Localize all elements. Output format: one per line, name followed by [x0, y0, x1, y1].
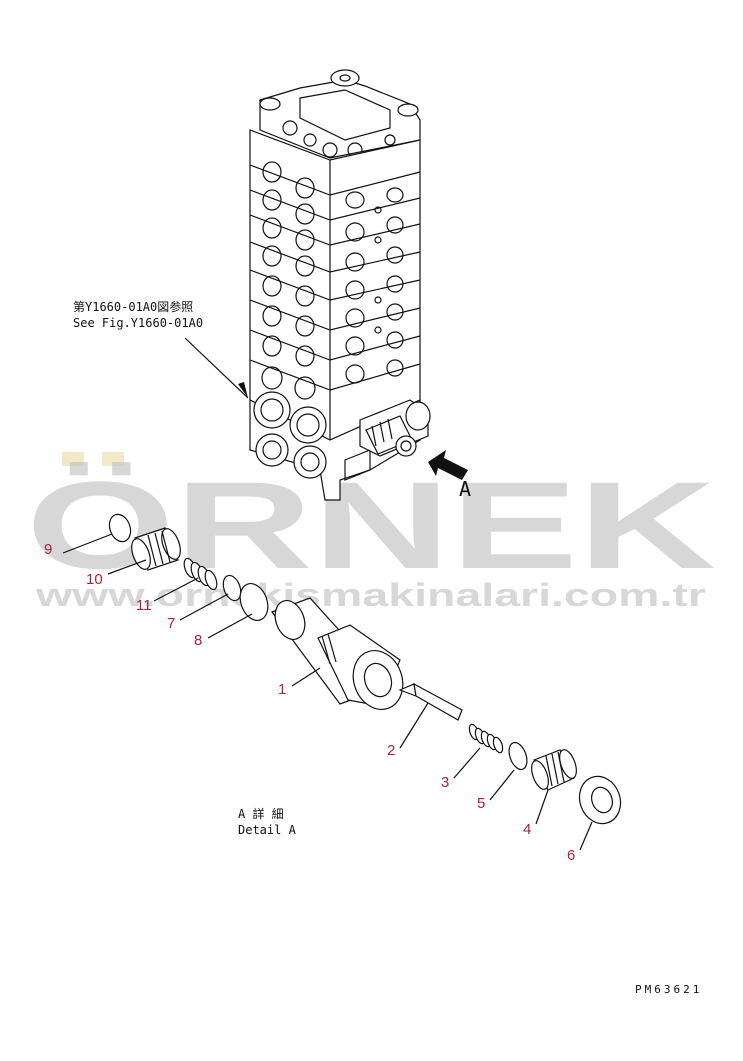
callout-3: 3: [441, 774, 449, 791]
watermark-word: ÖRNEK: [26, 457, 716, 595]
reference-note-en: See Fig.Y1660-01A0: [73, 316, 203, 330]
detail-caption-en: Detail A: [238, 823, 297, 837]
watermark-umlaut-dot-right: [102, 452, 124, 466]
view-a-arrow-icon: [428, 450, 468, 480]
callout-8: 8: [194, 632, 202, 649]
callout-2: 2: [387, 742, 395, 759]
part-3-spring: [468, 723, 504, 754]
reference-arrowhead: [238, 382, 248, 398]
right-face-ports: [345, 187, 404, 384]
part-5-o-ring: [508, 741, 528, 771]
callout-9: 9: [44, 541, 52, 558]
part-6-lock-nut: [578, 775, 622, 825]
part-11-spring: [183, 557, 218, 591]
detail-a-parts: [108, 513, 622, 825]
callout-leader-lines: [62, 533, 593, 851]
callout-4: 4: [523, 821, 531, 838]
callout-6: 6: [567, 847, 575, 864]
view-a-label: A: [459, 477, 471, 501]
part-1-valve-body: [271, 597, 404, 710]
part-8-o-ring: [239, 583, 269, 621]
callout-10: 10: [86, 571, 103, 588]
part-9-o-ring: [108, 513, 132, 543]
reference-leader-line: [184, 337, 249, 399]
relief-valve-housing: [359, 399, 431, 457]
detail-caption-jp: A 詳 細: [238, 806, 284, 821]
callout-1: 1: [278, 681, 286, 698]
part-4-adjusting-screw: [531, 749, 577, 791]
reference-note-jp: 第Y1660-01A0図参照: [73, 299, 193, 314]
callout-11: 11: [136, 597, 152, 614]
watermark-umlaut-dot-left: [62, 452, 84, 466]
left-face-ports: [261, 161, 316, 400]
watermark-url: www.ornekismakinalari.com.tr: [35, 577, 706, 613]
watermark: ÖRNEK www.ornekismakinalari.com.tr: [26, 452, 716, 613]
part-2-poppet: [398, 682, 463, 721]
control-valve-assembly: [249, 69, 431, 501]
callout-5: 5: [477, 795, 485, 812]
callout-7: 7: [167, 615, 175, 632]
part-callouts: 9 10 11 7 8 1 2 3 5 4 6: [44, 541, 575, 864]
figure-code: PM63621: [635, 983, 702, 996]
